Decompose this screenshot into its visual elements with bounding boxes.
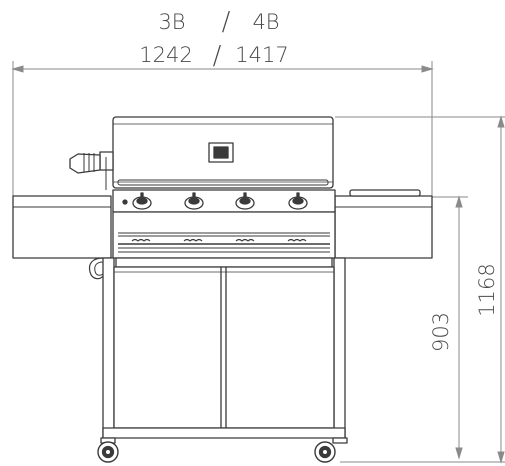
total-arrow-top: [497, 115, 505, 128]
knob-1[interactable]: [132, 192, 152, 210]
worktop-height-label: 903: [429, 312, 453, 352]
knob-3[interactable]: [235, 192, 255, 210]
width-arrow-right: [421, 65, 434, 73]
width-4b-label: 4B: [252, 10, 279, 34]
width-dimension-labels: 3B / 4B 1242 / 1417: [139, 7, 288, 71]
grill-outline: [12, 116, 433, 463]
gas-hose: [88, 257, 104, 280]
width-4b-value: 1417: [235, 43, 288, 67]
rotisserie-motor: [69, 151, 114, 190]
total-arrow-bottom: [497, 451, 505, 464]
knob-2[interactable]: [184, 192, 204, 210]
worktop-arrow-bottom: [455, 447, 463, 460]
drip-tray: [115, 257, 333, 268]
total-height-label: 1168: [475, 263, 499, 316]
bottom-rail: [102, 427, 346, 439]
caster-wheel-left: [97, 437, 119, 463]
caster-wheel-right: [314, 437, 348, 463]
firebox: [112, 211, 336, 259]
width-arrow-left: [11, 65, 24, 73]
cart-doors: [113, 266, 335, 429]
knob-4[interactable]: [288, 192, 308, 210]
width-separator-bottom: /: [213, 41, 222, 71]
side-shelf-right: [334, 189, 433, 259]
width-3b-label: 3B: [158, 10, 185, 34]
worktop-arrow-top: [455, 195, 463, 208]
dimension-lines: [11, 61, 505, 464]
thermometer-display: [208, 142, 234, 163]
width-separator-top: /: [222, 7, 231, 37]
side-shelf-left: [12, 195, 112, 259]
width-3b-value: 1242: [139, 43, 192, 67]
